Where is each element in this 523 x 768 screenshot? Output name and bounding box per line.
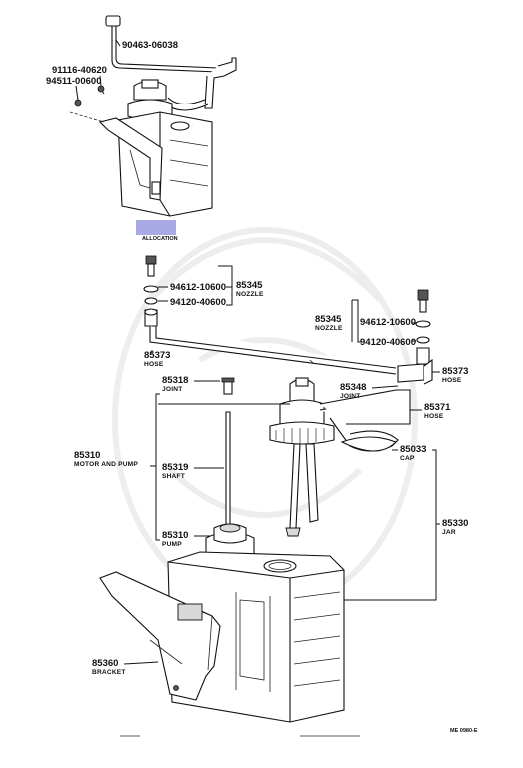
label-85345-left-number: 85345 <box>236 280 263 291</box>
label-85345-right-number: 85345 <box>315 314 342 325</box>
label-85373-left-number: 85373 <box>144 350 170 361</box>
label-94120-40600-left: 94120-40600 <box>170 297 226 308</box>
upper-tank-assembly <box>69 15 237 217</box>
label-90463-06038: 90463-06038 <box>122 40 178 51</box>
main-hose <box>149 326 433 385</box>
label-85345-left-name: NOZZLE <box>236 291 264 298</box>
label-85348-name: JOINT <box>340 393 360 400</box>
motor-pump <box>221 377 411 537</box>
right-nozzle <box>415 289 431 365</box>
allocation-highlight <box>136 220 176 235</box>
label-94511-00600: 94511-00600 <box>46 76 101 87</box>
label-85360-name: BRACKET <box>92 669 126 676</box>
label-91116-40620: 91116-40620 <box>52 65 107 76</box>
label-85373-right-number: 85373 <box>442 366 468 377</box>
label-85310-name: PUMP <box>162 541 182 548</box>
label-85371-number: 85371 <box>424 402 451 413</box>
label-85310-number: 85310 <box>162 530 188 541</box>
label-85318-name: JOINT <box>162 386 182 393</box>
label-85033-name: CAP <box>400 455 415 462</box>
label-94612-10600-right: 94612-10600 <box>360 317 416 328</box>
label-85373-right-name: HOSE <box>442 377 462 384</box>
label-85318-number: 85318 <box>162 375 188 386</box>
label-85330-number: 85330 <box>442 518 468 529</box>
label-94120-40600-right: 94120-40600 <box>360 337 416 348</box>
label-85371-name: HOSE <box>424 413 444 420</box>
label-85373-left-name: HOSE <box>144 361 164 368</box>
washer-jar <box>99 523 345 723</box>
label-85330-name: JAR <box>442 529 456 536</box>
label-94612-10600-left: 94612-10600 <box>170 282 226 293</box>
label-85310-group-name: MOTOR AND PUMP <box>74 461 138 468</box>
label-85360-number: 85360 <box>92 658 118 669</box>
label-85310-group-number: 85310 <box>74 450 100 461</box>
label-85319-name: SHAFT <box>162 473 185 480</box>
label-85033-number: 85033 <box>400 444 426 455</box>
label-85345-right-name: NOZZLE <box>315 325 343 332</box>
figure-code: ME 0980-E <box>450 728 478 734</box>
allocation-caption: ALLOCATION <box>142 236 178 242</box>
left-nozzle <box>143 255 159 327</box>
label-85319-number: 85319 <box>162 462 188 473</box>
label-85348-number: 85348 <box>340 382 366 393</box>
